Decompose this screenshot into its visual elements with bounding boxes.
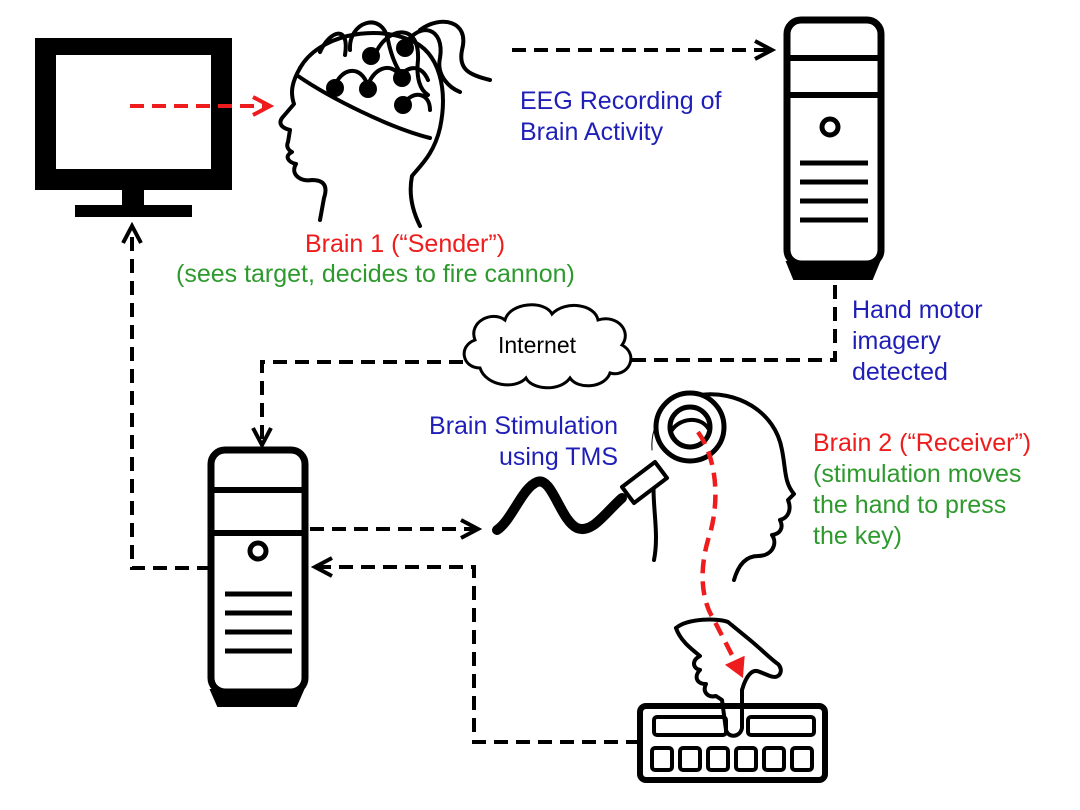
eeg-recording-label: EEG Recording of Brain Activity: [520, 86, 722, 148]
eeg-electrodes: [326, 39, 414, 114]
eeg-label-line-2: Brain Activity: [520, 118, 664, 146]
brain1-description: (sees target, decides to fire cannon): [176, 260, 575, 288]
eeg-cap-head-icon: [278, 19, 492, 228]
computer-to-monitor-feedback-line: [132, 226, 211, 570]
monitor-icon: [35, 38, 232, 217]
eeg-label-line-1: EEG Recording of: [520, 87, 722, 115]
hand-motor-line-3: detected: [852, 358, 948, 386]
stimulation-line-1: Brain Stimulation: [429, 412, 618, 440]
brain1-title: Brain 1 (“Sender”): [304, 230, 506, 258]
keyboard-to-computer-line: [315, 567, 640, 744]
motor-signal-arrow: [696, 430, 745, 678]
internet-label: Internet: [498, 332, 576, 358]
cloud-icon: [462, 303, 633, 390]
keyboard-icon: [637, 703, 828, 783]
computer-tower-icon: [783, 16, 885, 280]
computer-to-internet-line: [618, 285, 837, 362]
brain2-description: (stimulation moves the hand to press the…: [813, 459, 1021, 552]
hand-motor-line-2: imagery: [852, 327, 941, 355]
brain2-desc-line-2: the hand to press: [813, 491, 1007, 519]
computer-tower-icon: [207, 446, 309, 707]
hand-motor-line-1: Hand motor: [852, 296, 983, 324]
brain2-desc-line-1: (stimulation moves: [813, 460, 1022, 488]
brain2-desc-line-3: the key): [813, 522, 902, 550]
brain2-title: Brain 2 (“Receiver”): [813, 429, 1032, 457]
brain-stimulation-label: Brain Stimulation using TMS: [390, 411, 618, 473]
internet-to-receiver-computer-line: [262, 360, 463, 445]
hand-motor-label: Hand motor imagery detected: [852, 295, 983, 388]
stimulation-line-2: using TMS: [498, 443, 618, 471]
tms-coil-head-icon: [492, 390, 796, 582]
